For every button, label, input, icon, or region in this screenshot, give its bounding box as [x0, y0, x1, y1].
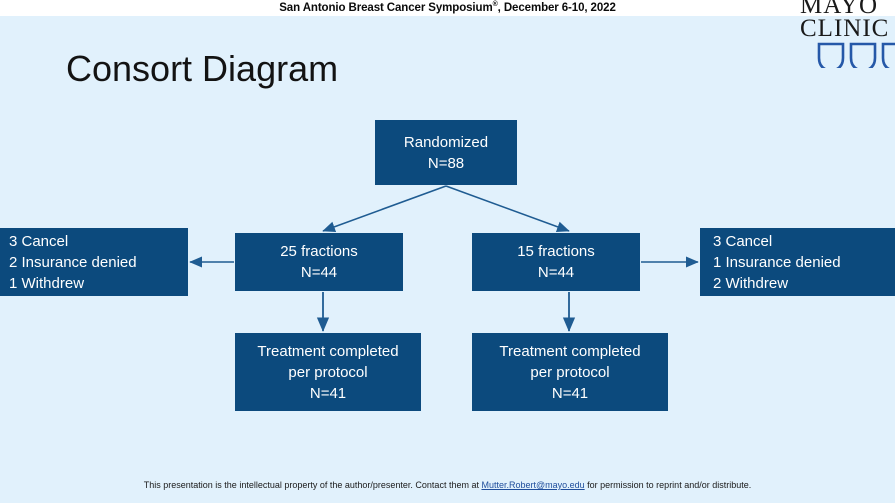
footer-text-after: for permission to reprint and/or distrib…: [584, 480, 752, 490]
node-dropout-left: 3 Cancel 2 Insurance denied 1 Withdrew: [0, 228, 188, 296]
mayo-shields-icon: [800, 42, 895, 68]
node-arm25-line1: 25 fractions: [280, 243, 358, 260]
node-completed-right-line1: Treatment completed: [499, 342, 641, 360]
node-completed-left-line3: N=41: [309, 384, 347, 402]
mayo-clinic-logo: MAYO CLINIC: [800, 0, 895, 68]
node-arm25-line2: N=44: [300, 264, 338, 281]
node-randomized-line1: Randomized: [403, 133, 489, 151]
node-dropout-left-line3: 1 Withdrew: [9, 274, 85, 292]
shield-icon-2: [849, 42, 877, 68]
node-completed-left-line2: per protocol: [288, 363, 368, 381]
node-dropout-left-line2: 2 Insurance denied: [9, 253, 137, 271]
node-dropout-right-line3: 2 Withdrew: [713, 274, 789, 292]
conference-header: San Antonio Breast Cancer Symposium®, De…: [0, 1, 895, 14]
node-randomized: Randomized N=88: [375, 120, 517, 185]
conference-dates: , December 6-10, 2022: [497, 1, 616, 14]
node-dropout-right: 3 Cancel 1 Insurance denied 2 Withdrew: [700, 228, 895, 296]
footer-text-before: This presentation is the intellectual pr…: [143, 480, 482, 490]
footer-disclaimer: This presentation is the intellectual pr…: [0, 480, 895, 490]
mayo-logo-line1: MAYO: [800, 0, 879, 19]
node-completed-right-line3: N=41: [551, 384, 589, 402]
node-arm15-line1: 15 fractions: [517, 243, 595, 260]
node-completed-right: Treatment completed per protocol N=41: [472, 333, 668, 411]
edge-randomized-to-arm15: [445, 185, 570, 232]
node-dropout-left-line1: 3 Cancel: [9, 232, 69, 250]
node-completed-right-line2: per protocol: [530, 363, 610, 381]
shield-icon-1: [817, 42, 845, 68]
node-arm-15-fractions: 15 fractions N=44: [472, 233, 640, 291]
node-dropout-right-line2: 1 Insurance denied: [713, 253, 841, 271]
shield-icon-3: [881, 42, 895, 68]
registered-mark-icon: ®: [492, 1, 498, 8]
footer-email-link[interactable]: Mutter.Robert@mayo.edu: [481, 480, 585, 490]
header-band: [0, 0, 895, 16]
node-completed-left: Treatment completed per protocol N=41: [235, 333, 421, 411]
edge-randomized-to-arm25: [322, 185, 447, 232]
conference-name: San Antonio Breast Cancer Symposium: [279, 1, 493, 14]
page-title: Consort Diagram: [66, 48, 339, 89]
node-arm15-line2: N=44: [537, 264, 575, 281]
mayo-logo-line2: CLINIC: [800, 15, 890, 42]
node-arm-25-fractions: 25 fractions N=44: [235, 233, 403, 291]
node-dropout-right-line1: 3 Cancel: [713, 232, 773, 250]
node-completed-left-line1: Treatment completed: [257, 342, 399, 360]
node-randomized-line2: N=88: [427, 154, 465, 172]
